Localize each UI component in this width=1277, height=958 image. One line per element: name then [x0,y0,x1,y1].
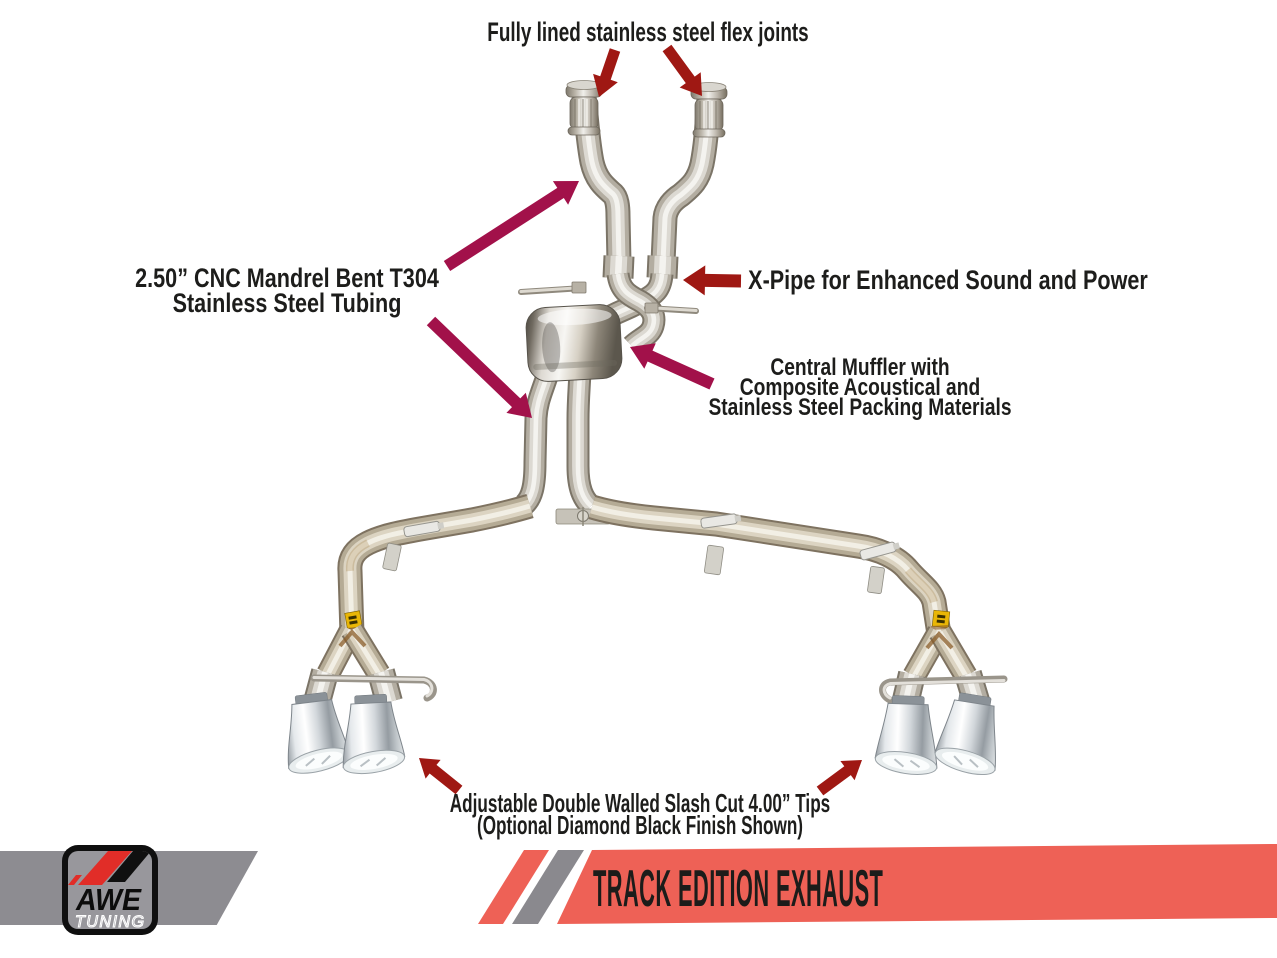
logo-swoosh-sliver [68,875,82,885]
label-muffler-line2: Composite Acoustical and [739,374,981,401]
central-muffler [525,304,623,382]
band-clamp-right-2 [859,541,901,561]
arrow-x-pipe [683,265,742,296]
hanger-rod-left [518,281,587,295]
logo-brand-text: AWE [76,882,141,917]
muffler-outlet-left [515,366,561,514]
awe-tuning-logo: AWE TUNING [62,845,158,935]
flex-joint-left [565,80,603,136]
tip-hanger-rod-left [310,674,437,702]
band-clamp-left [403,520,445,538]
label-tubing-line2: Stainless Steel Tubing [172,288,402,318]
exhaust-tip-4 [934,692,997,776]
label-tips-line1: Adjustable Double Walled Slash Cut 4.00”… [449,788,831,818]
label-muffler-line3: Stainless Steel Packing Materials [708,394,1012,421]
label-central-muffler: Central Muffler with Composite Acoustica… [671,354,1050,421]
arrow-tips-left [419,758,463,795]
band-clamp-right-1 [700,513,742,529]
exhaust-tip-3 [874,695,938,775]
arrow-central-muffler [630,343,715,390]
label-x-pipe-text: X-Pipe for Enhanced Sound and Power [748,265,1148,295]
exhaust-tip-1 [287,692,350,774]
logo-subbrand-text: TUNING [74,912,146,929]
tip-hanger-rod-right [879,675,1008,704]
label-flex-joints: Fully lined stainless steel flex joints [418,19,877,46]
hanger-bracket-right-2 [867,566,885,594]
hanger-rod-right [644,302,699,314]
awe-logo-inner: AWE TUNING [68,851,152,929]
label-tips-line2: (Optional Diamond Black Finish Shown) [476,810,804,840]
branch-pipe-right [588,494,952,636]
label-tubing-line1: 2.50” CNC Mandrel Bent T304 [135,263,439,293]
arrow-tubing-lower [426,316,532,418]
sticker-right [931,609,951,629]
arrow-tubing-upper [443,181,579,271]
logo-swoosh-black [107,851,151,882]
hanger-bracket-left [382,542,402,572]
hanger-bracket-right-1 [703,544,725,576]
tip-cluster-right [874,625,1008,776]
branch-pipe-left [337,494,534,635]
label-x-pipe: X-Pipe for Enhanced Sound and Power [698,267,1198,294]
arrow-tips-right [816,760,862,796]
logo-swoosh-red [78,851,132,885]
label-tips: Adjustable Double Walled Slash Cut 4.00”… [352,788,928,840]
flex-joint-right [690,82,728,138]
muffler-outlet-right [566,371,600,515]
banner-title: TRACK EDITION EXHAUST [593,860,884,918]
label-tubing: 2.50” CNC Mandrel Bent T304 Stainless St… [97,263,477,318]
tip-cluster-left [287,623,437,775]
label-flex-joints-text: Fully lined stainless steel flex joints [487,17,809,47]
label-muffler-line1: Central Muffler with [770,354,950,381]
banner-red-band [557,844,1277,924]
exhaust-tip-2 [342,694,406,775]
sticker-left [344,610,363,630]
awe-logo-swoosh [68,851,151,885]
arrow-flex-joint-left [593,48,621,97]
arrow-flex-joint-right [662,44,702,96]
